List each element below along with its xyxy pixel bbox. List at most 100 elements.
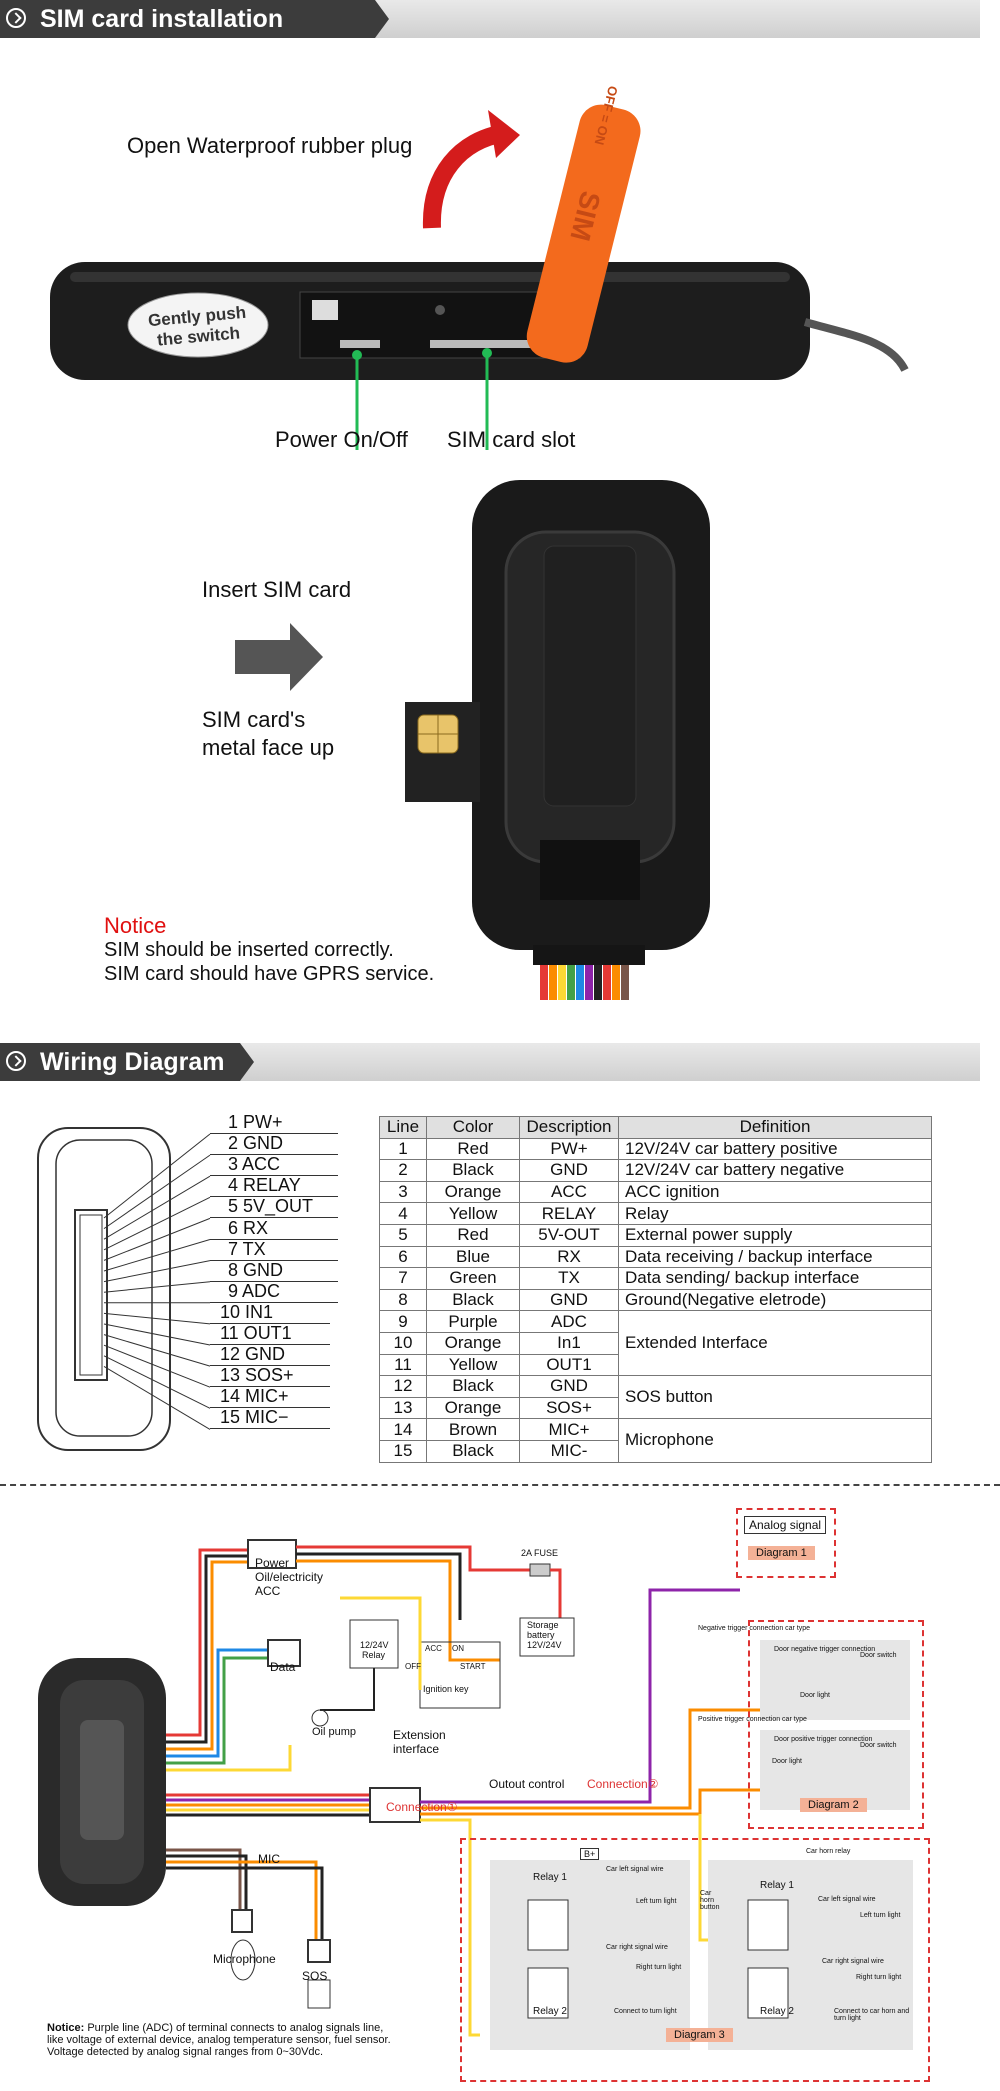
acc-label: ACC [255,1584,281,1598]
section-title-text: SIM card installation diagram [40,5,284,71]
conn2-label: Connection② [587,1777,659,1791]
battery-label-1: Storage [527,1620,559,1630]
connector-illustration [37,1127,211,1451]
cell-color: Yellow [426,1202,520,1225]
pin-leader-line [103,1281,211,1293]
pin-leader-line [103,1260,211,1283]
cell-description: GND [519,1288,619,1312]
cell-line: 2 [379,1159,427,1182]
cell-line: 10 [379,1331,427,1355]
section-banner-wiring: Wiring Diagram [0,1043,980,1081]
cell-color: Green [426,1267,520,1290]
cell-description: OUT1 [519,1353,619,1377]
pin-label: 9 ADC [210,1281,338,1303]
door-switch-label-2: Door switch [860,1742,897,1749]
pin-leader-line [103,1355,211,1409]
fuse-label: 2A FUSE [521,1548,559,1558]
cell-color: Black [426,1288,520,1312]
notice-line-2: SIM card should have GPRS service. [104,963,435,985]
diagram3-box [460,1838,930,2082]
car-left-label-a: Car left signal wire [606,1866,664,1873]
diagram1-tag: Diagram 1 [748,1546,815,1560]
pin-label: 1 PW+ [210,1112,338,1134]
sim-slot-label: SIM card slot [447,427,576,452]
pin-leader-line [103,1312,211,1325]
relay2-label-a: Relay 2 [533,2006,567,2017]
schematic-notice-1: Purple line (ADC) of terminal connects t… [87,2022,384,2034]
ext-label-2: interface [393,1742,440,1756]
cell-color: Yellow [426,1353,520,1377]
cell-description: 5V-OUT [519,1223,619,1247]
cell-line: 15 [379,1439,427,1463]
car-right-label-b: Car right signal wire [822,1958,884,1965]
pin-leader-line [103,1196,211,1251]
cell-line: 5 [379,1223,427,1247]
schematic-notice-2: like voltage of external device, analog … [47,2034,391,2046]
conn-turn-label: Connect to turn light [614,2008,677,2015]
cell-line: 4 [379,1202,427,1225]
cell-color: Orange [426,1331,520,1355]
oil-pump-label: Oil pump [312,1726,357,1738]
conn-horn-label: Connect to car horn and turn light [834,2008,910,2022]
cell-description: MIC- [519,1439,619,1463]
pin-label: 13 SOS+ [210,1365,330,1388]
pin-label: 14 MIC+ [210,1386,330,1409]
sim-install-illustration [50,104,909,1000]
pin-leader-line [103,1334,211,1367]
car-left-label-b: Car left signal wire [818,1896,876,1903]
cell-definition: Data receiving / backup interface [618,1245,932,1269]
pin-label: 3 ACC [210,1154,338,1177]
cell-definition: SOS button [618,1375,932,1420]
mic-label: MIC [258,1852,280,1866]
cell-color: Red [426,1223,520,1247]
cell-description: GND [519,1375,619,1398]
door-light-label-1: Door light [800,1692,830,1699]
on-switch-label: ON [452,1644,464,1653]
cell-line: 13 [379,1396,427,1420]
relay1-label-b: Relay 1 [760,1880,794,1891]
cell-description: TX [519,1267,619,1290]
diagram1-box [736,1508,836,1578]
pin-label: 2 GND [210,1133,338,1156]
neg-trig-label: Negative trigger connection car type [698,1625,811,1632]
pin-label: 7 TX [210,1239,338,1261]
section-title-text: Wiring Diagram [40,1048,225,1076]
cell-definition: Ground(Negative eletrode) [618,1288,932,1312]
door-light-label-2: Door light [772,1758,802,1765]
schematic-notice: Notice: Purple line (ADC) of terminal co… [47,2022,391,2058]
cell-line: 3 [379,1180,427,1204]
wiring-schematic [38,1539,913,2050]
schematic-notice-title: Notice: [47,2022,85,2034]
red-arrow-head [488,110,520,158]
relay2-label-b: Relay 2 [760,2006,794,2017]
right-turn-label-a: Right turn light [636,1964,682,1971]
cell-description: PW+ [519,1137,619,1161]
pos-trig-label: Positive trigger connection car type [698,1716,807,1723]
door-pos-label: Door positive trigger connection [774,1736,873,1743]
pin-label: 10 IN1 [210,1302,330,1324]
col-description: Description [519,1116,619,1139]
cell-definition: ACC ignition [618,1180,932,1204]
notice-line-1: SIM should be inserted correctly. [104,939,394,961]
conn1-label: Connection① [386,1800,458,1814]
right-turn-label-b: Right turn light [856,1974,902,1981]
cell-description: RX [519,1245,619,1269]
cell-color: Orange [426,1180,520,1204]
section-title-wiring: Wiring Diagram [0,1043,254,1081]
cell-color: Orange [426,1396,520,1420]
door-switch-label-1: Door switch [860,1652,897,1659]
metal-face-label-1: SIM card's [202,707,306,732]
diagram2-box [748,1620,924,1829]
ext-label-1: Extension [393,1728,446,1742]
off-switch-label: OFF [405,1662,421,1671]
bplus-label: B+ [580,1848,600,1860]
pin-label: 8 GND [210,1260,338,1282]
